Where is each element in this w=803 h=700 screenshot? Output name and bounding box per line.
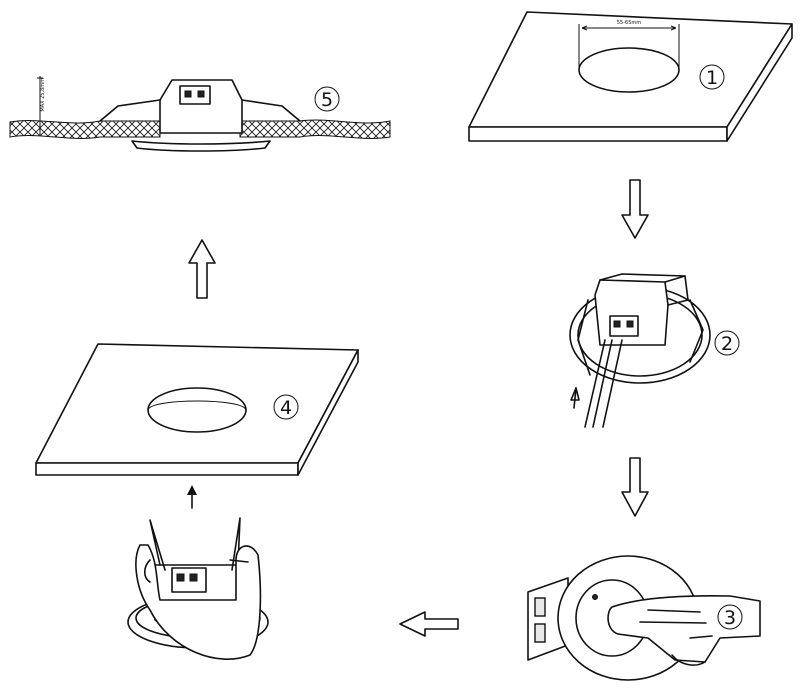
step3-number: 3: [724, 607, 736, 629]
step2-number-badge: 2: [714, 330, 740, 356]
step5-number-badge: 5: [314, 86, 340, 112]
step3-number-badge: 3: [717, 604, 743, 630]
step1-panel-with-cutout: 55-65mm: [468, 11, 793, 142]
step1-number-badge: 1: [699, 64, 725, 90]
arrow-left-icon: [399, 611, 459, 637]
arrow-down-icon: [621, 179, 649, 239]
cutout-dimension-label: 55-65mm: [617, 20, 641, 26]
arrow-up-small-icon: [187, 485, 197, 509]
step4-hand-holding-sensor: [127, 517, 269, 660]
step4-number: 4: [280, 397, 292, 419]
step2-number: 2: [721, 333, 733, 355]
step5-installed-cross-section: MAX 25.8mm: [9, 76, 391, 152]
step2-sensor-with-wires: [569, 273, 711, 428]
step3-press-sensor: [527, 555, 761, 681]
max-thickness-label: MAX 25.8mm: [40, 78, 46, 112]
step4-panel-with-cutout: [35, 343, 359, 476]
arrow-down-icon: [621, 457, 649, 517]
step4-number-badge: 4: [273, 394, 299, 420]
step1-number: 1: [706, 67, 718, 89]
step5-number: 5: [321, 89, 333, 111]
arrow-up-icon: [188, 239, 216, 299]
